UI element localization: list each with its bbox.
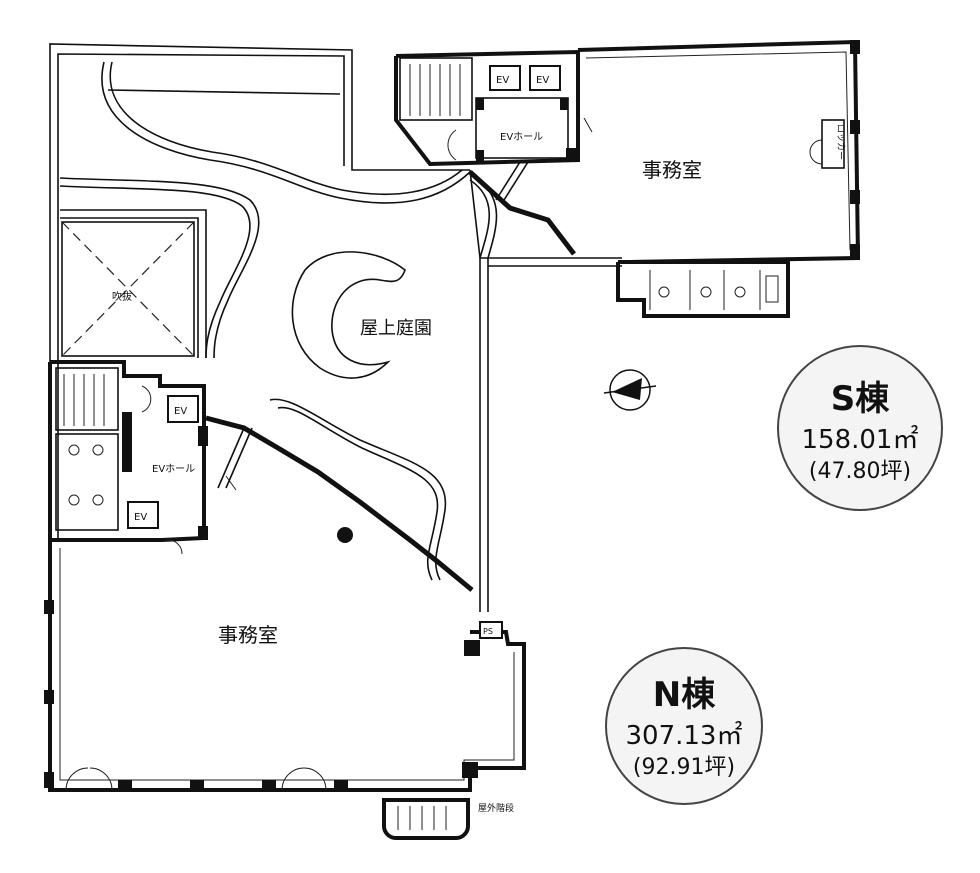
s-area-badge: S棟 158.01㎡ (47.80坪) — [777, 345, 943, 511]
n-ev1-label: EV — [174, 406, 187, 417]
n-ev-hall-label: EVホール — [152, 463, 195, 475]
north-arrow-icon — [603, 369, 657, 411]
atrium-label: 吹抜 — [112, 290, 132, 303]
outdoor-stair-label: 屋外階段 — [478, 802, 514, 814]
s-building-name: S棟 — [831, 379, 890, 419]
connector-s — [495, 161, 521, 201]
roof-garden-label: 屋上庭園 — [360, 318, 432, 339]
connector-s-2 — [503, 161, 529, 201]
n-building: EV EV EVホール — [48, 360, 237, 555]
connector-n — [217, 427, 245, 489]
s-area-tsubo: (47.80坪) — [809, 459, 911, 484]
n-building-name: N棟 — [653, 675, 716, 715]
boundary-line-n — [205, 415, 474, 592]
s-ev1-label: EV — [496, 75, 509, 86]
n-office-label: 事務室 — [218, 623, 278, 647]
s-building: ロッカー EV EV EVホール 事務室 — [394, 39, 861, 318]
n-area-sqm: 307.13㎡ — [626, 721, 743, 751]
garden-paths — [59, 61, 498, 581]
side-room-label: ロッカー — [835, 124, 846, 160]
outdoor-stair: 屋外階段 — [382, 798, 514, 840]
atrium: 吹抜 — [61, 221, 195, 357]
ps-label: PS — [483, 627, 493, 636]
s-office-label: 事務室 — [642, 158, 702, 182]
n-area-tsubo: (92.91坪) — [633, 755, 735, 780]
n-office: 事務室 PS — [44, 527, 526, 792]
s-ev2-label: EV — [536, 75, 549, 86]
s-ev-hall-label: EVホール — [500, 131, 543, 143]
roof-garden-outline — [49, 43, 622, 612]
boundary-line-s — [468, 170, 576, 256]
s-area-sqm: 158.01㎡ — [802, 425, 919, 455]
connector-n-2 — [225, 427, 253, 489]
n-area-badge: N棟 307.13㎡ (92.91坪) — [605, 647, 763, 805]
n-ev2-label: EV — [134, 512, 147, 523]
